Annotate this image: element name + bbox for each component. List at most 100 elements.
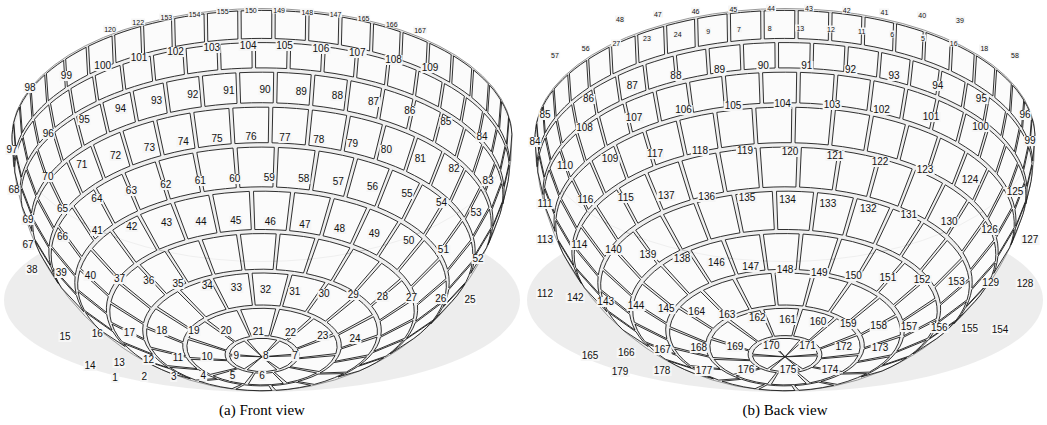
dome-panel <box>277 72 311 105</box>
dome-panel <box>254 191 291 230</box>
panel-number: 174 <box>821 365 840 375</box>
dome-panel <box>813 193 854 235</box>
dome-panel <box>638 27 665 63</box>
panel-number: 95 <box>78 115 91 125</box>
panel-number: 103 <box>202 43 221 53</box>
dome-panel <box>612 36 637 74</box>
panel-number: 66 <box>56 232 69 242</box>
dome-panel <box>241 308 276 336</box>
panel-number: 101 <box>130 53 149 63</box>
panel-number: 102 <box>166 47 185 57</box>
panel-number: 99 <box>60 71 73 81</box>
panel-number: 56 <box>581 45 591 52</box>
panel-number: 53 <box>469 208 482 218</box>
panel-number: 61 <box>194 176 207 186</box>
panel-number: 128 <box>1016 279 1035 289</box>
dome-panel <box>554 75 569 116</box>
dome-panel <box>407 302 444 339</box>
panel-number: 123 <box>916 165 935 175</box>
panel-number: 148 <box>300 8 314 15</box>
panel-number: 44 <box>195 217 208 227</box>
panel-number: 59 <box>263 173 276 183</box>
panel-number: 145 <box>657 304 676 314</box>
dome-panel <box>390 322 432 354</box>
dome-panel <box>387 61 416 95</box>
panel-number: 108 <box>575 123 594 133</box>
panel-number: 1 <box>111 373 119 383</box>
panel-number: 107 <box>348 48 367 58</box>
dome-panel <box>94 132 130 177</box>
panel-number: 12 <box>826 26 836 33</box>
rim-line <box>537 11 1033 262</box>
dome-panel <box>994 230 1014 274</box>
panel-number: 78 <box>312 135 325 145</box>
panel-number: 48 <box>333 224 346 234</box>
dome-panel <box>995 70 1012 111</box>
panel-number: 70 <box>41 172 54 182</box>
panel-number: 131 <box>899 210 918 220</box>
dome-panel <box>644 266 688 307</box>
panel-number: 111 <box>536 199 553 209</box>
panel-number: 156 <box>930 323 949 333</box>
panel-number: 9 <box>233 351 241 361</box>
dome-panel <box>241 10 272 39</box>
panel-number: 23 <box>316 331 329 341</box>
panel-number: 38 <box>25 265 38 275</box>
panel-number: 105 <box>275 41 294 51</box>
panel-number: 151 <box>879 273 898 283</box>
panel-number: 83 <box>481 176 494 186</box>
dome-panel <box>697 195 740 239</box>
dome-panel <box>903 89 936 128</box>
panel-number: 166 <box>385 20 399 27</box>
panel-number: 172 <box>834 342 853 352</box>
panel-number: 21 <box>252 327 265 337</box>
panel-number: 72 <box>109 151 122 161</box>
panel-number: 79 <box>346 139 359 149</box>
panel-number: 71 <box>75 160 88 170</box>
panel-number: 26 <box>434 294 447 304</box>
panel-number: 150 <box>844 271 863 281</box>
panel-number: 102 <box>872 105 891 115</box>
dome-panel <box>752 341 785 357</box>
panel-number: 176 <box>737 365 756 375</box>
dome-panel <box>240 72 274 103</box>
panel-number: 22 <box>284 328 297 338</box>
dome-panel <box>870 81 904 119</box>
panel-number: 107 <box>625 113 644 123</box>
panel-number: 40 <box>84 271 97 281</box>
panel-number: 20 <box>220 326 233 336</box>
panel-number: 126 <box>980 225 999 235</box>
dome-panel <box>474 146 494 189</box>
dome-panel <box>174 195 217 239</box>
panel-number: 58 <box>1010 52 1020 59</box>
panel-number: 63 <box>125 186 138 196</box>
dome-panel <box>725 235 765 274</box>
panel-number: 82 <box>448 164 461 174</box>
panel-number: 81 <box>414 154 427 164</box>
panel-number: 84 <box>528 137 541 147</box>
panel-number: 143 <box>596 297 615 307</box>
panel-number: 170 <box>762 341 781 351</box>
dome-panel <box>759 385 795 391</box>
dome-panel <box>252 273 288 306</box>
panel-number: 87 <box>626 81 639 91</box>
panel-number: 11 <box>857 28 866 35</box>
panel-number: 43 <box>160 218 173 228</box>
panel-number: 39 <box>955 17 965 24</box>
dome-panel <box>821 374 867 385</box>
dome-panel <box>277 148 316 190</box>
panel-number: 124 <box>961 175 980 185</box>
panel-number: 52 <box>471 254 484 264</box>
dome-panel <box>954 284 989 324</box>
panel-number: 37 <box>113 274 126 284</box>
panel-number: 7 <box>736 26 742 33</box>
dome-panel <box>202 73 237 107</box>
panel-number: 43 <box>804 5 814 12</box>
panel-number: 122 <box>131 19 145 26</box>
dome-panel <box>896 24 924 60</box>
panel-number: 175 <box>779 365 798 375</box>
panel-number: 104 <box>239 41 258 51</box>
rim-line <box>14 11 510 262</box>
panel-number: 116 <box>576 195 594 205</box>
dome-panel <box>20 91 32 133</box>
